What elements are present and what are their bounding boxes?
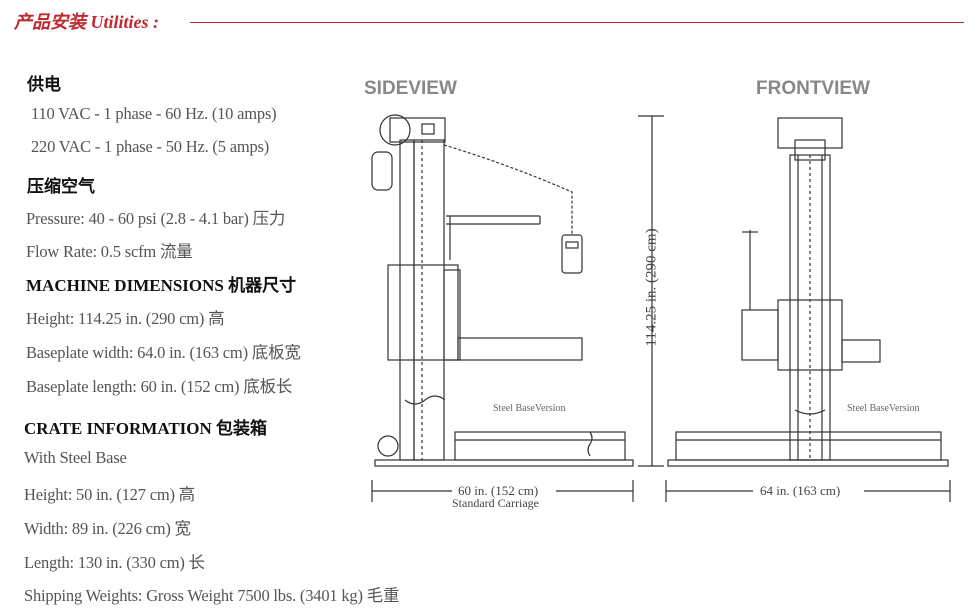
frontview-drawing [667, 117, 949, 467]
side-width-dimension: 60 in. (152 cm) [458, 483, 539, 498]
crate-line-4: Length: 130 in. (330 cm) 长 [24, 553, 205, 572]
front-width-dimension: 64 in. (163 cm) [760, 483, 841, 498]
air-line-1: Pressure: 40 - 60 psi (2.8 - 4.1 bar) 压力 [26, 209, 286, 228]
crate-line-2: Height: 50 in. (127 cm) 高 [24, 485, 195, 504]
machine-heading: MACHINE DIMENSIONS 机器尺寸 [26, 276, 297, 295]
power-line-1: 110 VAC - 1 phase - 60 Hz. (10 amps) [31, 104, 277, 123]
power-line-2: 220 VAC - 1 phase - 50 Hz. (5 amps) [31, 137, 270, 156]
dimension-lines [371, 115, 951, 502]
header-divider [190, 22, 964, 23]
front-base-note: Steel BaseVersion [847, 403, 920, 414]
machine-line-1: Height: 114.25 in. (290 cm) 高 [26, 309, 225, 328]
crate-line-5: Shipping Weights: Gross Weight 7500 lbs.… [24, 586, 400, 605]
air-line-2: Flow Rate: 0.5 scfm 流量 [26, 242, 193, 261]
height-dimension: 114.25 in. (290 cm) [643, 228, 660, 347]
side-width-note: Standard Carriage [452, 496, 539, 510]
crate-heading: CRATE INFORMATION 包装箱 [24, 419, 268, 438]
sideview-drawing [371, 114, 634, 467]
header-title: 产品安装 Utilities : [14, 12, 159, 32]
crate-line-3: Width: 89 in. (226 cm) 宽 [24, 519, 191, 538]
machine-line-2: Baseplate width: 64.0 in. (163 cm) 底板宽 [26, 343, 301, 362]
power-heading: 供电 [27, 75, 61, 94]
crate-line-1: With Steel Base [24, 448, 127, 467]
sideview-label: SIDEVIEW [364, 78, 457, 99]
side-base-note: Steel BaseVersion [493, 403, 566, 414]
frontview-label: FRONTVIEW [756, 78, 870, 99]
air-heading: 压缩空气 [27, 177, 95, 196]
page-header: 产品安装 Utilities : [14, 8, 964, 34]
machine-line-3: Baseplate length: 60 in. (152 cm) 底板长 [26, 377, 293, 396]
